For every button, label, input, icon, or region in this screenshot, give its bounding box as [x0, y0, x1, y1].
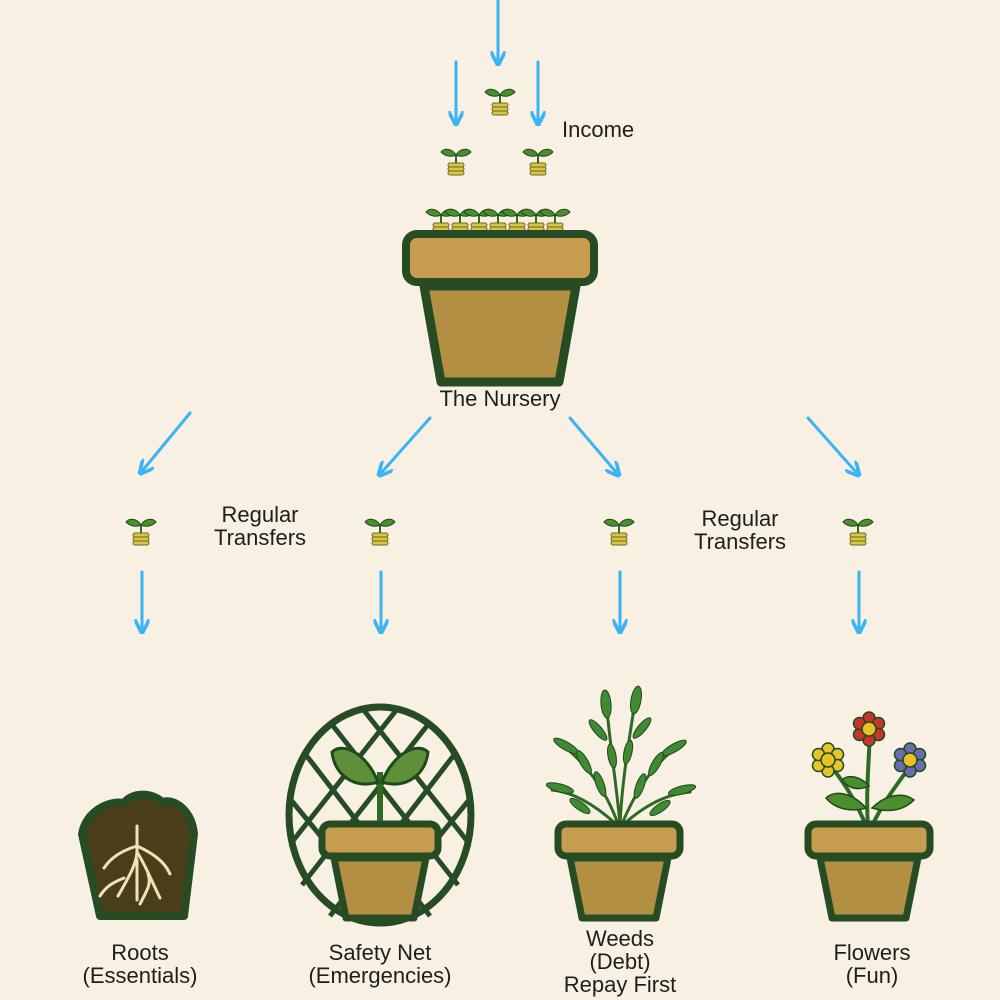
- income-label: Income: [562, 117, 635, 142]
- pot-subtitle: (Fun): [845, 963, 899, 988]
- weeds-plant-icon: [545, 685, 697, 922]
- pot-title: Flowers: [833, 940, 911, 965]
- branch-arrow: [382, 416, 432, 472]
- branch-arrow: [806, 416, 856, 472]
- seedling-coin-icon: [440, 148, 472, 176]
- pot-label-weeds: Weeds (Debt) Repay First: [520, 927, 720, 996]
- transfers-line: Regular: [701, 506, 779, 531]
- regular-transfers-label-right: Regular Transfers: [670, 507, 810, 553]
- regular-transfers-label-left: Regular Transfers: [190, 503, 330, 549]
- seedling-coin-icon: [603, 518, 635, 546]
- pot-title: Weeds: [585, 926, 655, 951]
- seedling-coin-icon: [125, 518, 157, 546]
- seedling-coin-icon: [484, 88, 516, 116]
- pot-subtitle: (Debt): [589, 949, 651, 974]
- roots-soil-icon: [78, 790, 198, 920]
- seedling-coin-icon: [364, 518, 396, 546]
- pot-subtitle: (Emergencies): [308, 963, 452, 988]
- trellis-sprout-icon: [285, 703, 475, 927]
- transfers-line: Transfers: [213, 525, 307, 550]
- transfers-line: Regular: [221, 502, 299, 527]
- pot-label-flowers: Flowers (Fun): [772, 941, 972, 987]
- branch-arrow: [568, 416, 616, 472]
- transfers-line: Transfers: [693, 529, 787, 554]
- pot-label-roots: Roots (Essentials): [40, 941, 240, 987]
- pot-label-safety-net: Safety Net (Emergencies): [270, 941, 490, 987]
- seedling-coin-icon: [522, 148, 554, 176]
- pot-title: Safety Net: [328, 940, 432, 965]
- flowers-icon: [804, 711, 934, 922]
- branch-arrows: [143, 411, 856, 472]
- nursery-pot-icon: [402, 208, 598, 387]
- repay-first-note: Repay First: [563, 972, 677, 997]
- income-arrows: [456, 0, 538, 120]
- pot-subtitle: (Essentials): [82, 963, 198, 988]
- pot-title: Roots: [111, 940, 169, 965]
- seedling-coin-icon: [842, 518, 874, 546]
- nursery-label: The Nursery: [439, 386, 561, 411]
- transfer-arrows: [142, 570, 859, 628]
- branch-arrow: [143, 411, 192, 470]
